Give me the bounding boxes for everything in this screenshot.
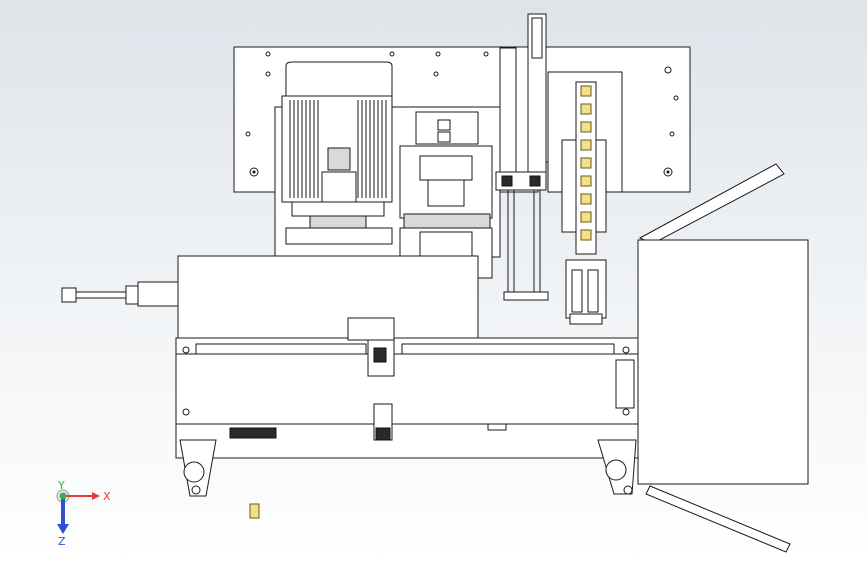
yellow-marker xyxy=(249,503,260,519)
motor xyxy=(281,61,393,245)
hopper-box xyxy=(637,163,809,553)
center-clamp xyxy=(347,317,395,441)
x-axis-label: X xyxy=(103,490,111,503)
main-frame xyxy=(175,255,639,497)
y-axis-label: Y xyxy=(57,479,65,492)
z-axis-label: Z xyxy=(58,535,66,548)
coordinate-triad: X Y Z xyxy=(56,479,111,548)
feeder-column xyxy=(547,71,623,325)
vertical-slide xyxy=(495,13,549,301)
